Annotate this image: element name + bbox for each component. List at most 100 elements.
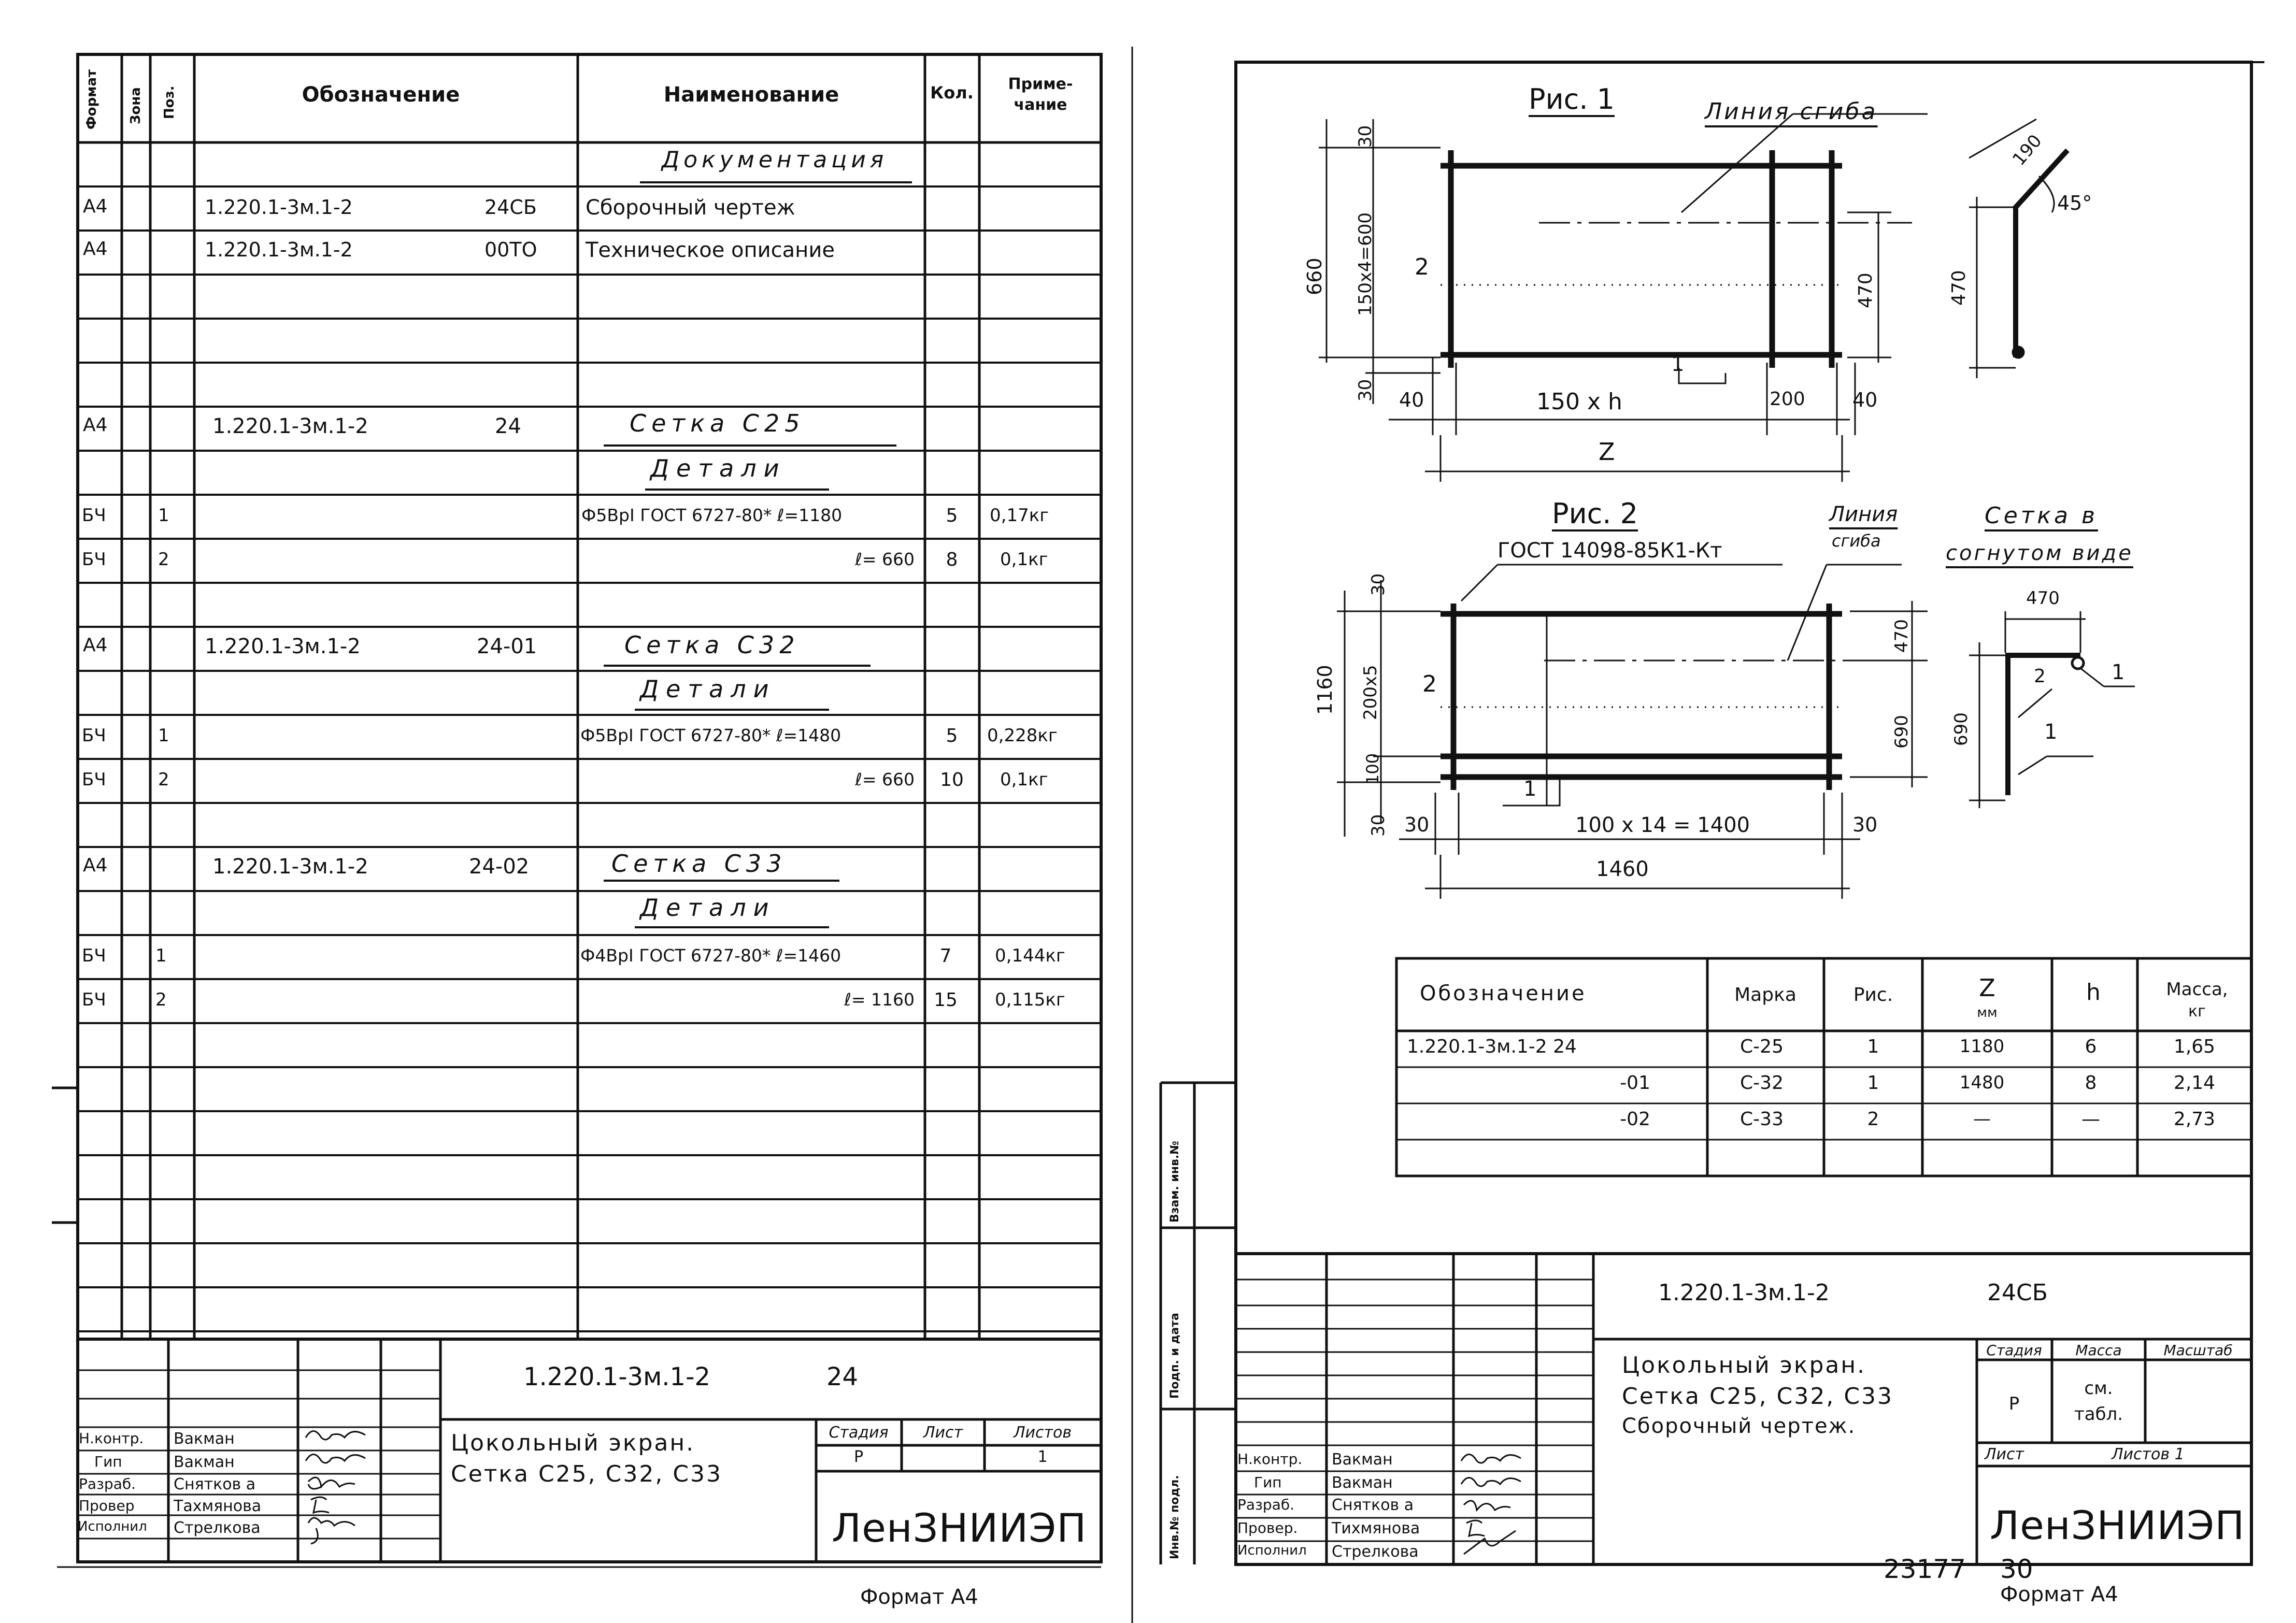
row-name: Ф5ВрI ГОСТ 6727-80* ℓ=1480 (580, 725, 842, 745)
org-logo: ЛенЗНИИЭП (832, 1505, 1087, 1551)
row-format: А4 (83, 238, 108, 260)
fig1-dim: 660 (1303, 257, 1326, 295)
format-label: Формат А4 (2000, 1583, 2118, 1606)
role-label: Провер. (1237, 1519, 1298, 1536)
table-cell: 1 (1867, 1072, 1879, 1094)
fig1-side-dim: 470 (1948, 270, 1970, 306)
role-label: Н.контр. (79, 1430, 144, 1447)
signer-name: Вакман (174, 1453, 235, 1471)
table-header: Масса, (2166, 979, 2228, 1000)
signatures (305, 1430, 366, 1545)
signer-name: Тахмянова (174, 1497, 262, 1515)
row-note: 0,144кг (995, 945, 1065, 966)
table-cell: — (2081, 1109, 2100, 1130)
signer-name: Стрелкова (174, 1519, 261, 1537)
row-note: 0,115кг (995, 989, 1065, 1010)
row-format: А4 (83, 196, 108, 217)
header-zone: Зона (128, 87, 144, 124)
mass-value: см. (2084, 1378, 2113, 1399)
role-label: Исполнил (1237, 1543, 1307, 1558)
table-cell: 1 (1867, 1036, 1879, 1057)
row-designation: 1.220.1-3м.1-2 (212, 855, 368, 879)
side-label: Взам. инв.№ (1168, 1141, 1181, 1223)
row-format: БЧ (82, 945, 106, 966)
fig1-title: Рис. 1 (1529, 83, 1615, 116)
row-designation: 1.220.1-3м.1-2 (205, 635, 361, 658)
table-header-unit: мм (1977, 1005, 1998, 1021)
fig2-dim: 30 (1368, 573, 1389, 596)
row-designation-code: 24 (495, 414, 521, 438)
fig1-dim: 30 (1355, 125, 1376, 148)
row-pos: 2 (155, 989, 167, 1010)
signer-name: Вакман (1332, 1474, 1393, 1492)
table-cell: 8 (2085, 1072, 2097, 1094)
table-header: Обозначение (1420, 982, 1587, 1006)
sheet-label: Лист (923, 1424, 963, 1442)
sheets-value: 1 (1037, 1448, 1048, 1466)
row-format: БЧ (82, 769, 106, 790)
row-name: Техническое описание (586, 238, 835, 262)
fig1-dim: 470 (1855, 272, 1876, 308)
fig1-bend-label: Линия сгиба (1705, 98, 1878, 125)
side-label: Подп. и дата (1168, 1313, 1181, 1399)
stamp-page: 30 (2000, 1554, 2033, 1584)
title-doc-number: 1.220.1-3м.1-2 (523, 1362, 710, 1391)
role-label: Гип (1254, 1474, 1282, 1491)
role-label: Н.контр. (1237, 1450, 1303, 1468)
row-designation-code: 24СБ (484, 196, 537, 219)
header-designation: Обозначение (302, 83, 460, 107)
row-format: БЧ (82, 505, 106, 526)
signatures (1460, 1454, 1521, 1555)
header-pos: Поз. (162, 85, 177, 119)
row-name: Ф5ВрI ГОСТ 6727-80* ℓ=1180 (581, 505, 843, 525)
row-designation-code: 24-01 (477, 635, 537, 658)
mass-value: табл. (2074, 1404, 2123, 1425)
table-cell: С-33 (1740, 1109, 1784, 1130)
fig2-dim: 200х5 (1360, 665, 1381, 720)
table-cell: С-25 (1740, 1036, 1784, 1057)
title-doc-number: 1.220.1-3м.1-2 (1658, 1280, 1830, 1306)
table-cell: -01 (1620, 1072, 1650, 1094)
row-note: 0,1кг (1000, 769, 1048, 790)
fig1-side-dim: 45° (2057, 192, 2092, 214)
row-name: Ф4ВрI ГОСТ 6727-80* ℓ=1460 (580, 945, 842, 966)
table-cell: 2,14 (2173, 1072, 2216, 1094)
scale-label: Масштаб (2163, 1342, 2233, 1359)
fig1-dim: 150 х h (1536, 389, 1622, 415)
fig2-gost: ГОСТ 14098-85К1-Кт (1498, 539, 1722, 563)
bent-dim: 690 (1951, 712, 1972, 746)
signer-name: Стрелкова (1332, 1543, 1419, 1561)
title-line-1: Цокольный экран. (451, 1430, 695, 1456)
row-format: БЧ (82, 549, 106, 570)
table-header: Марка (1734, 984, 1796, 1006)
table-cell: — (1973, 1109, 1991, 1129)
fig1-dim: 200 (1770, 389, 1805, 410)
fig2-dim: 30 (1852, 813, 1878, 836)
row-designation: 1.220.1-3м.1-2 (205, 196, 353, 219)
role-label: Разраб. (79, 1475, 136, 1492)
stage-value: Р (853, 1448, 864, 1466)
row-qty: 7 (939, 945, 952, 967)
title-line-3: Сборочный чертеж. (1622, 1414, 1856, 1438)
signer-name: Тихмянова (1332, 1519, 1420, 1538)
table-cell: -02 (1620, 1109, 1650, 1130)
table-header: h (2086, 979, 2101, 1006)
row-name: Детали (640, 894, 776, 922)
fig2-dim: 30 (1404, 813, 1430, 836)
fig2-dim: 30 (1368, 814, 1389, 837)
table-cell: 2 (1867, 1109, 1879, 1130)
title-line-1: Цокольный экран. (1622, 1352, 1866, 1378)
fig2-bend-label: сгиба (1832, 531, 1881, 551)
row-format: А4 (83, 855, 108, 876)
row-name: Детали (650, 454, 787, 482)
fig2-title: Рис. 2 (1552, 497, 1638, 530)
row-format: БЧ (82, 725, 106, 746)
row-name: ℓ= 660 (855, 769, 915, 789)
row-name: Сетка С25 (630, 409, 805, 437)
row-name: ℓ= 660 (855, 549, 915, 569)
title-doc-code: 24 (826, 1362, 859, 1391)
fig2-dim: 1160 (1314, 665, 1336, 715)
sheets-label: Листов (1013, 1424, 1072, 1442)
table-cell: 1,65 (2173, 1036, 2216, 1057)
table-cell: 2,73 (2173, 1109, 2216, 1130)
